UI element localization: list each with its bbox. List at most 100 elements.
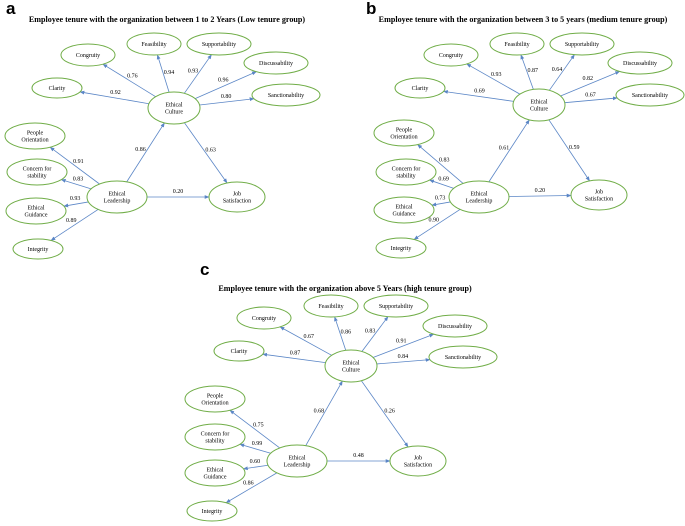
node-ellipse: [607, 51, 673, 75]
node-label: Orientation: [390, 135, 417, 141]
node-label: People: [27, 131, 44, 137]
path-coefficient-label: 0.92: [110, 90, 121, 96]
node-label: Orientation: [201, 401, 228, 407]
node-ellipse: [375, 158, 437, 186]
path-coefficient-label: 0.91: [73, 159, 84, 165]
path-arrow-ethical-leadership-to-ethical-guidance: [242, 464, 269, 471]
node-label: Supportability: [379, 304, 413, 310]
path-arrow-ethical-leadership-to-job-satisfaction: [508, 193, 572, 198]
node-label: Ethical: [166, 103, 183, 109]
path-coefficient-label: 0.87: [528, 68, 539, 74]
node-label: Sanctionability: [268, 93, 304, 99]
node-label: Feasibility: [504, 42, 529, 48]
node-label: stability: [27, 174, 46, 180]
path-arrow-ethical-culture-to-sanctionability: [199, 97, 255, 106]
node-supportability: Supportability: [186, 32, 252, 56]
node-supportability: Supportability: [549, 32, 615, 56]
path-coefficient-label: 0.26: [384, 408, 395, 414]
path-arrow-ethical-leadership-to-integrity: [50, 209, 99, 241]
node-ellipse: [428, 345, 498, 369]
node-label: Culture: [530, 107, 548, 113]
path-coefficient-label: 0.69: [438, 177, 449, 183]
path-coefficient-label: 0.64: [552, 67, 563, 73]
panel-a: a Employee tenure with the organization …: [4, 0, 321, 260]
node-clarity: Clarity: [394, 77, 446, 99]
path-coefficient-label: 0.86: [243, 481, 254, 487]
node-clarity: Clarity: [31, 77, 83, 99]
node-label: Congruity: [439, 53, 463, 59]
panel-b: b Employee tenure with the organization …: [366, 0, 685, 259]
path-coefficient-label: 0.91: [396, 338, 407, 344]
node-label: Congruity: [76, 53, 100, 59]
path-coefficient-label: 0.80: [221, 94, 232, 100]
path-arrow-ethical-leadership-to-ethical-culture: [305, 380, 343, 446]
node-ellipse: [5, 197, 67, 225]
path-arrow-ethical-culture-to-discussability: [372, 333, 435, 358]
node-label: Job: [233, 192, 241, 198]
node-ellipse: [4, 122, 66, 150]
path-arrow-ethical-leadership-to-people-orientation: [417, 144, 464, 184]
node-ellipse: [549, 32, 615, 56]
node-label: Clarity: [231, 349, 248, 355]
path-coefficient-label: 0.93: [188, 69, 199, 75]
node-ellipse: [243, 51, 309, 75]
path-arrow-ethical-culture-to-congruity: [466, 63, 521, 95]
path-coefficient-label: 0.67: [585, 92, 596, 98]
node-label: Leadership: [284, 463, 311, 469]
node-label: Concern for: [201, 431, 230, 438]
path-arrow-ethical-culture-to-sanctionability: [376, 358, 431, 365]
panel-letter: a: [6, 0, 16, 18]
node-label: Integrity: [202, 509, 223, 515]
path-coefficient-label: 0.75: [253, 422, 264, 428]
node-ellipse: [448, 180, 510, 214]
node-ellipse: [266, 444, 328, 478]
panel-letter: b: [366, 0, 376, 18]
node-ellipse: [186, 500, 238, 522]
node-label: Culture: [165, 110, 183, 116]
node-label: stability: [396, 174, 415, 180]
node-ellipse: [363, 294, 429, 318]
node-ellipse: [489, 32, 545, 56]
node-label: Supportability: [202, 42, 236, 48]
path-arrow-ethical-culture-to-sanctionability: [564, 96, 618, 104]
node-integrity: Integrity: [12, 238, 64, 260]
node-label: Culture: [342, 368, 360, 374]
node-ellipse: [251, 83, 321, 107]
node-label: People: [396, 128, 413, 134]
node-label: Guidance: [25, 213, 48, 219]
path-coefficient-label: 0.68: [314, 408, 325, 414]
path-arrow-ethical-culture-to-job-satisfaction: [361, 380, 409, 448]
path-arrow-ethical-culture-to-supportability: [183, 54, 212, 94]
path-arrow-ethical-leadership-to-people-orientation: [49, 146, 100, 185]
path-arrow-ethical-culture-to-feasibility: [334, 316, 347, 351]
node-label: Satisfaction: [223, 198, 251, 205]
path-coefficient-label: 0.76: [127, 73, 138, 79]
path-arrow-ethical-culture-to-supportability: [361, 316, 389, 352]
node-label: Concern for: [23, 166, 52, 173]
node-label: Guidance: [393, 212, 416, 218]
path-arrow-ethical-culture-to-feasibility: [520, 54, 534, 90]
path-coefficient-label: 0.86: [135, 147, 146, 153]
path-coefficient-label: 0.84: [398, 354, 409, 360]
node-ellipse: [213, 340, 265, 362]
path-arrow-ethical-culture-to-feasibility: [156, 54, 170, 93]
path-arrow-ethical-culture-to-clarity: [262, 352, 326, 363]
node-feasibility: Feasibility: [303, 294, 359, 318]
node-ellipse: [31, 77, 83, 99]
path-arrow-ethical-culture-to-discussability: [194, 71, 257, 100]
node-ellipse: [422, 314, 488, 338]
panel-c: c Employee tenure with the organization …: [184, 260, 498, 522]
node-ellipse: [394, 77, 446, 99]
node-label: Supportability: [565, 42, 599, 48]
